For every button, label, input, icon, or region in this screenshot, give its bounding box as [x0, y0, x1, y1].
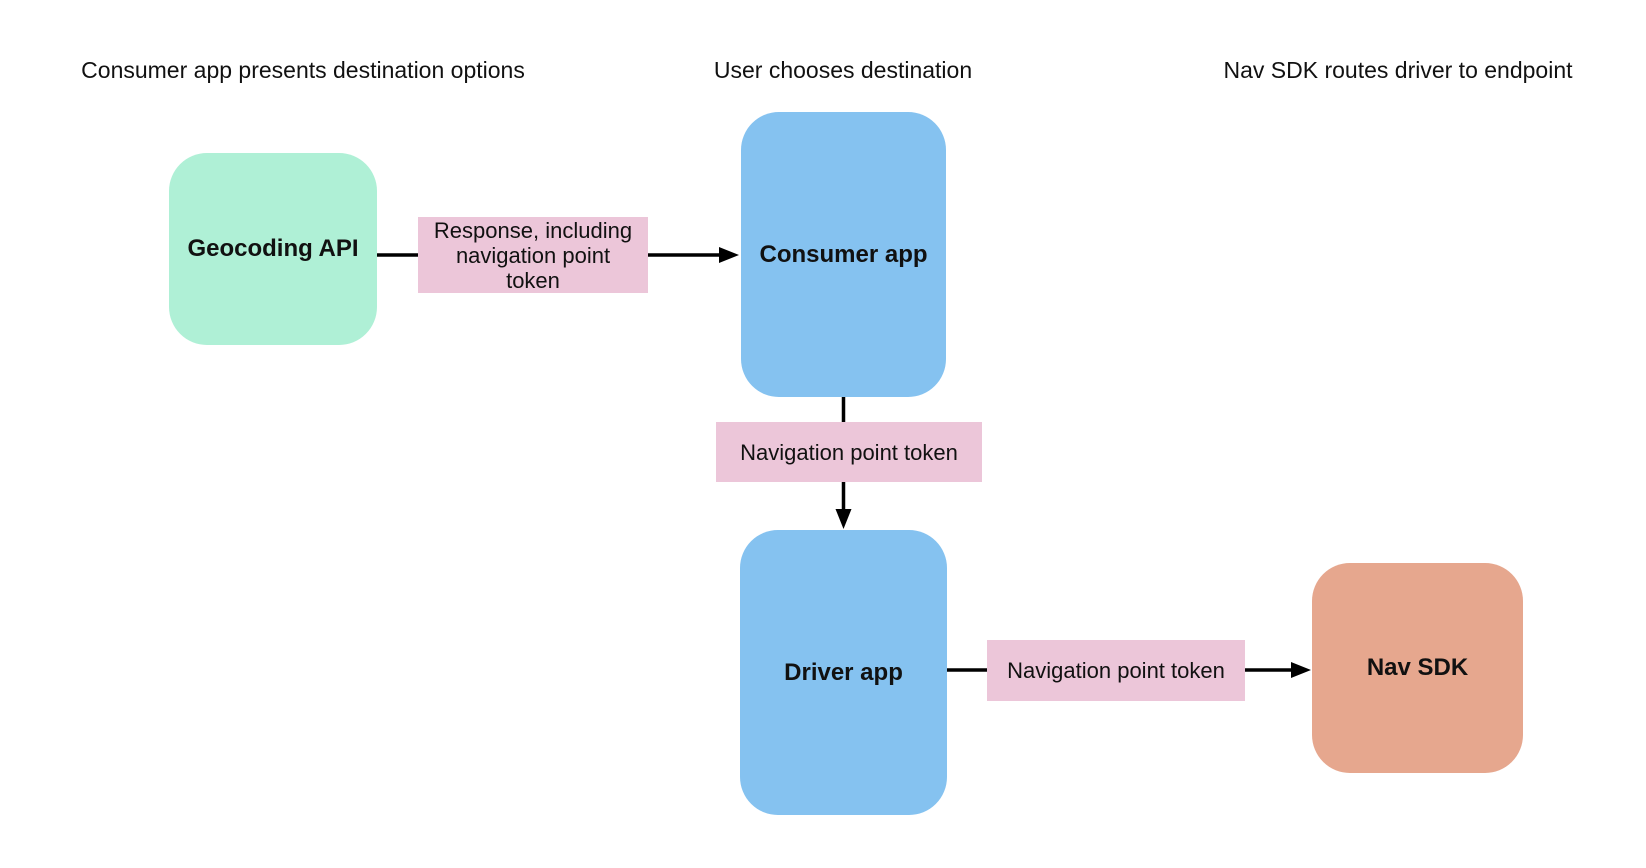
- column-header-user-chooses: User chooses destination: [713, 57, 973, 83]
- edge-label-nav-point-token-vertical: Navigation point token: [716, 422, 982, 482]
- edge-label-nav-point-token-horizontal: Navigation point token: [987, 640, 1245, 701]
- column-header-consumer-presents: Consumer app presents destination option…: [81, 57, 525, 83]
- node-consumer-app: Consumer app: [741, 112, 946, 397]
- node-nav-sdk: Nav SDK: [1312, 563, 1523, 773]
- column-header-navsdk-routes: Nav SDK routes driver to endpoint: [1223, 57, 1573, 83]
- node-driver-app: Driver app: [740, 530, 947, 815]
- edge-label-response-token: Response, including navigation point tok…: [418, 217, 648, 293]
- node-geocoding-api: Geocoding API: [169, 153, 377, 345]
